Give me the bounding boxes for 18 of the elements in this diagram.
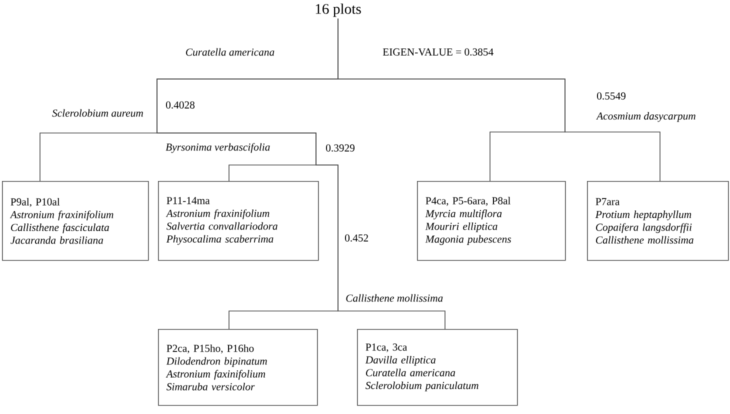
eigenvalue-label: 0.4028: [166, 101, 195, 109]
species-label: Curatella americana: [186, 48, 274, 56]
eigenvalue-label: 0.5549: [597, 92, 626, 100]
species-label: Byrsonima verbascifolia: [166, 143, 270, 153]
species-label: Sclerolobium aureum: [52, 109, 143, 117]
species-label: Acosmium dasycarpum: [596, 112, 696, 122]
plot-group-box: P7ara Protium heptaphyllum Copaifera langsdorffii Callisthene mollissima: [587, 181, 729, 261]
plot-group-box: P9al, P10al Astronium fraxinifolium Callisthene fasciculata Jacaranda brasiliana: [2, 181, 149, 261]
eigenvalue-label: EIGEN-VALUE = 0.3854: [382, 48, 494, 56]
eigenvalue-label: 0.452: [345, 234, 368, 242]
plot-group-box: P2ca, P15ho, P16ho Dilodendron bipinatum Astronium faxinifolium Simaruba versicolor: [158, 329, 318, 406]
plot-count-heading: 16 plots: [316, 4, 361, 17]
species-label: Callisthene mollissima: [346, 294, 443, 302]
plot-group-box: P1ca, 3ca Davilla elliptica Curatella americana Sclerolobium paniculatum: [357, 329, 518, 406]
plot-group-box: P4ca, P5-6ara, P8al Myrcia multiflora Mouriri elliptica Magonia pubescens: [417, 181, 566, 261]
plot-group-box: P11-14ma Astronium fraxinifolium Salvertia convallariodora Physocalima scaberrima: [158, 181, 319, 261]
eigenvalue-label: 0.3929: [326, 144, 354, 152]
branch-line: [156, 18, 446, 330]
